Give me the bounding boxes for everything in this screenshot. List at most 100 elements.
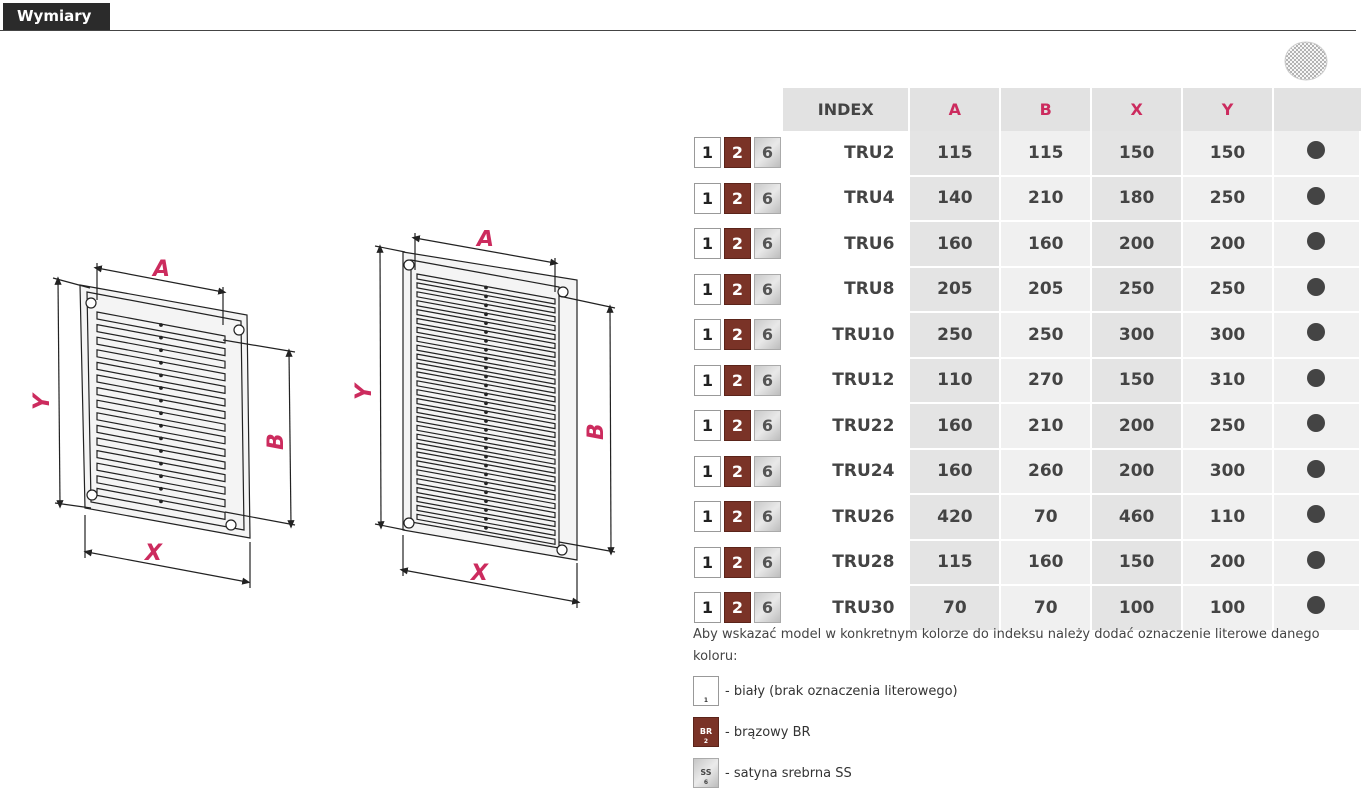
- swatch-silver[interactable]: 6: [754, 364, 781, 396]
- louvre-slat: [416, 380, 556, 412]
- swatch-silver[interactable]: 6: [754, 319, 781, 351]
- swatch-white[interactable]: 1: [694, 592, 721, 624]
- slat-rivet: [159, 436, 163, 441]
- cell-b: 70: [1001, 495, 1093, 541]
- legend-item-brown: BR 2 - brązowy BR: [693, 717, 811, 747]
- swatch-white[interactable]: 1: [694, 364, 721, 396]
- slat-rivet: [484, 303, 488, 308]
- cell-mesh: [1273, 404, 1361, 450]
- louvre-slat: [416, 433, 556, 465]
- swatch-silver[interactable]: 6: [754, 592, 781, 624]
- swatch-white[interactable]: 1: [694, 410, 721, 442]
- swatch-brown[interactable]: 2: [724, 546, 751, 578]
- mesh-dot-icon: [1307, 414, 1326, 433]
- cell-index: TRU30: [783, 586, 911, 632]
- cell-b: 250: [1001, 313, 1093, 359]
- swatch-brown[interactable]: 2: [724, 455, 751, 487]
- swatch-silver[interactable]: 6: [754, 137, 781, 169]
- swatch-silver[interactable]: 6: [754, 455, 781, 487]
- cell-mesh: [1273, 313, 1361, 359]
- cell-index: TRU12: [783, 358, 911, 404]
- louvre-slat: [416, 486, 556, 519]
- slat-rivet: [484, 499, 488, 504]
- swatch-white[interactable]: 1: [694, 455, 721, 487]
- louvre-slat: [416, 291, 556, 323]
- slat-rivet: [159, 486, 163, 491]
- louvre-slat: [416, 513, 556, 546]
- swatch-white[interactable]: 1: [694, 319, 721, 351]
- slat-rivet: [484, 365, 488, 370]
- slat-rivet: [159, 360, 163, 365]
- louvre-slat: [416, 415, 556, 448]
- swatch-silver[interactable]: 6: [754, 182, 781, 214]
- swatch-white[interactable]: 1: [694, 273, 721, 305]
- louvre-slat: [416, 460, 556, 492]
- swatch-brown[interactable]: 2: [724, 228, 751, 260]
- swatch-white[interactable]: 1: [694, 501, 721, 533]
- louvre-slat: [416, 344, 556, 376]
- cell-a: 160: [910, 449, 1002, 495]
- slat-rivet: [159, 323, 163, 327]
- slat-rivet: [484, 356, 488, 361]
- cell-y: 310: [1183, 358, 1274, 404]
- louvre-slat: [96, 399, 226, 432]
- cell-y: 250: [1183, 404, 1274, 450]
- header-mesh: [1273, 88, 1361, 131]
- tab-wymiary[interactable]: Wymiary: [3, 3, 110, 30]
- swatch-brown[interactable]: 2: [724, 410, 751, 442]
- swatch-brown[interactable]: 2: [724, 137, 751, 169]
- small-label-y: Y: [30, 392, 55, 410]
- cell-a: 115: [910, 131, 1002, 177]
- small-label-b: B: [264, 433, 289, 450]
- cell-b: 205: [1001, 267, 1093, 313]
- small-label-x: X: [143, 541, 163, 566]
- louvre-slat: [96, 475, 226, 508]
- cell-b: 160: [1001, 540, 1093, 586]
- louvre-slat: [416, 495, 556, 528]
- cell-b: 260: [1001, 449, 1093, 495]
- swatch-silver[interactable]: 6: [754, 501, 781, 533]
- cell-y: 300: [1183, 313, 1274, 359]
- cell-index: TRU2: [783, 131, 911, 177]
- louvre-slat: [416, 469, 556, 501]
- legend-text-brown: - brązowy BR: [725, 724, 811, 740]
- cell-index: TRU24: [783, 449, 911, 495]
- cell-y: 250: [1183, 176, 1274, 222]
- swatch-silver[interactable]: 6: [754, 228, 781, 260]
- swatch-silver[interactable]: 6: [754, 410, 781, 442]
- swatch-white[interactable]: 1: [694, 228, 721, 260]
- swatch-white[interactable]: 1: [694, 546, 721, 578]
- louvre-slat: [96, 361, 226, 395]
- cell-b: 270: [1001, 358, 1093, 404]
- cell-x: 200: [1092, 404, 1184, 450]
- swatch-brown[interactable]: 2: [724, 319, 751, 351]
- cell-index: TRU6: [783, 222, 911, 268]
- slat-rivet: [484, 285, 488, 290]
- swatch-silver[interactable]: 6: [754, 273, 781, 305]
- louvre-slat: [96, 449, 226, 483]
- swatch-white[interactable]: 1: [694, 137, 721, 169]
- swatch-brown[interactable]: 2: [724, 592, 751, 624]
- mesh-dot-icon: [1307, 505, 1326, 524]
- swatch-white[interactable]: 1: [694, 182, 721, 214]
- cell-y: 200: [1183, 222, 1274, 268]
- swatch-brown[interactable]: 2: [724, 364, 751, 396]
- header-y: Y: [1183, 88, 1274, 131]
- louvre-slat: [96, 462, 226, 495]
- mesh-dot-icon: [1307, 141, 1326, 160]
- slat-rivet: [484, 508, 488, 512]
- swatch-silver[interactable]: 6: [754, 546, 781, 578]
- swatch-brown[interactable]: 2: [724, 182, 751, 214]
- slat-rivet: [159, 499, 163, 504]
- swatch-brown[interactable]: 2: [724, 501, 751, 533]
- swatch-brown[interactable]: 2: [724, 273, 751, 305]
- cell-index: TRU4: [783, 176, 911, 222]
